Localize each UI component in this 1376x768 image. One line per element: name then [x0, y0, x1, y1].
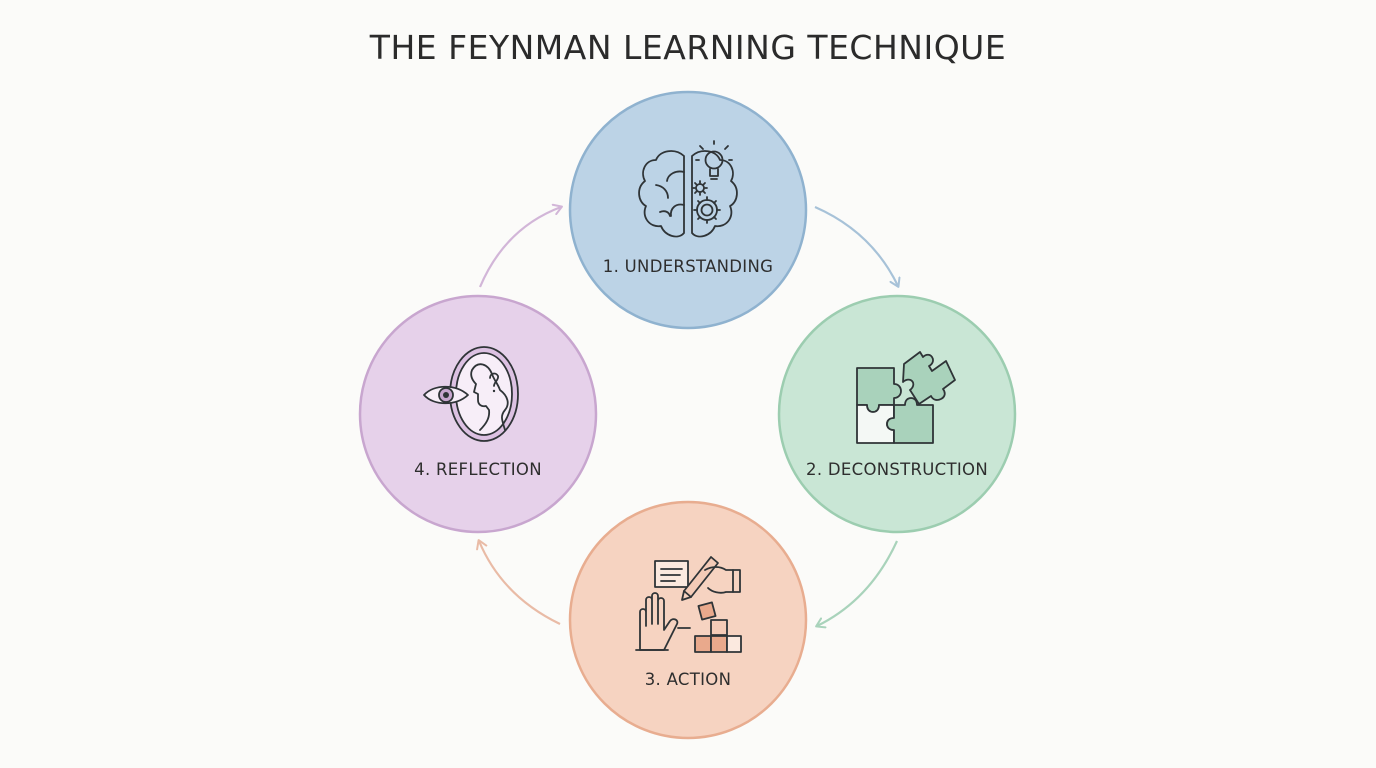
block-falling: [697, 601, 717, 621]
step-label-understanding: 1. UNDERSTANDING: [603, 257, 773, 276]
step-circle-action: [568, 500, 808, 740]
step-label-action: 3. ACTION: [645, 670, 731, 689]
hands-writing-blocks-icon: [635, 556, 742, 653]
block-bottom-middle: [710, 635, 728, 653]
arrow-reflection-to-understanding: [478, 203, 563, 288]
step-understanding: 1. UNDERSTANDING: [568, 90, 808, 330]
puzzle-piece-floating: [902, 351, 956, 405]
step-reflection: 4. REFLECTION: [358, 294, 598, 534]
step-action: 3. ACTION: [568, 500, 808, 740]
arrow-understanding-to-deconstruction: [814, 205, 901, 288]
puzzle-piece-bottom-right: [886, 397, 934, 444]
step-label-reflection: 4. REFLECTION: [414, 460, 542, 479]
block-top: [710, 619, 728, 636]
eye-mirror-question-icon: [423, 346, 519, 442]
paper-sheet: [654, 560, 689, 588]
arrow-deconstruction-to-action: [815, 540, 899, 629]
brain-lightbulb-gears-icon: [638, 140, 738, 238]
step-circle-understanding: [568, 90, 808, 330]
arrow-action-to-reflection: [476, 539, 561, 625]
puzzle-pieces-icon: [856, 351, 956, 444]
block-bottom-left: [694, 635, 712, 653]
step-label-deconstruction: 2. DECONSTRUCTION: [806, 460, 988, 479]
block-bottom-right: [726, 635, 742, 653]
page-title: THE FEYNMAN LEARNING TECHNIQUE: [369, 28, 1007, 67]
step-deconstruction: 2. DECONSTRUCTION: [777, 294, 1017, 534]
